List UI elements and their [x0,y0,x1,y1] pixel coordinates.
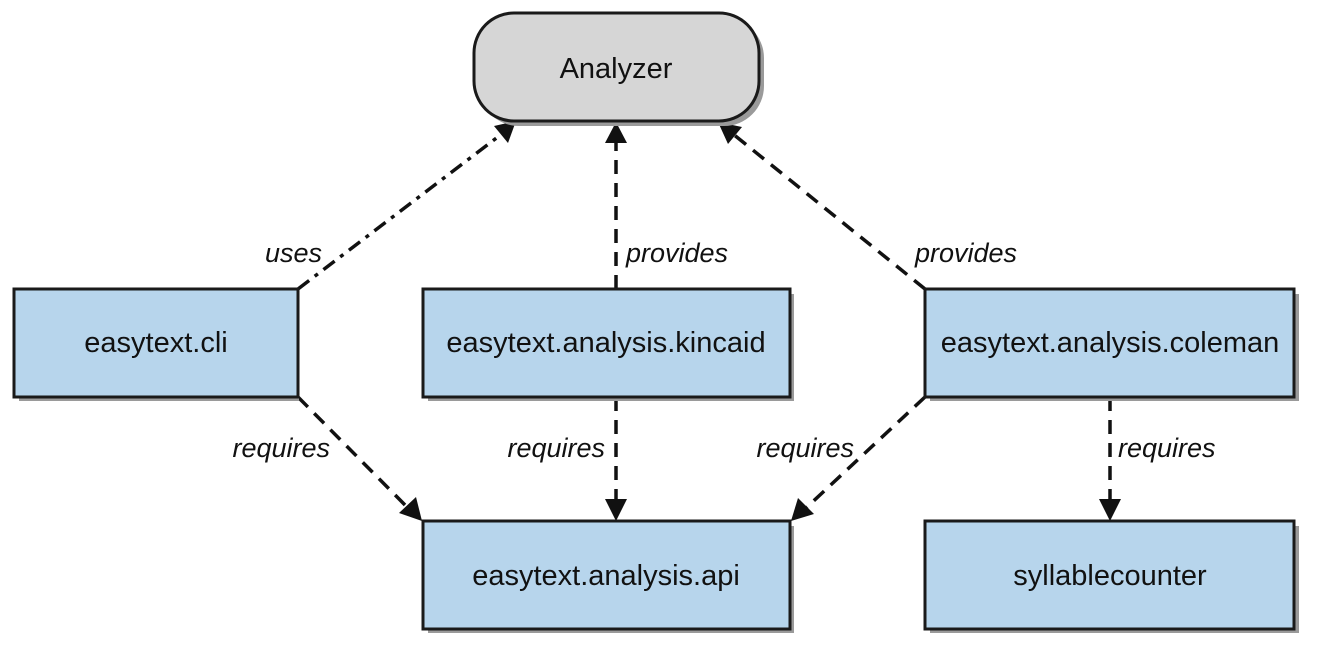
edge-label-coleman-requires-api: requires [756,433,854,463]
arrowhead-coleman-requires-api [791,498,814,521]
arrowhead-kincaid-requires [605,499,627,521]
edge-label-coleman-requires-syllable: requires [1118,433,1216,463]
edge-coleman-requires-api [804,395,927,510]
edge-label-coleman-provides: provides [914,238,1017,268]
edge-cli-uses-analyzer [296,131,505,291]
node-analyzer: Analyzer [472,11,764,126]
syllablecounter-box [923,519,1296,631]
analyzer-box [472,11,761,123]
edge-labels: uses provides provides requires requires… [232,238,1215,463]
arrowhead-coleman-requires-syllable [1099,499,1121,521]
api-label: easytext.analysis.api [472,560,740,592]
coleman-label: easytext.analysis.coleman [941,327,1280,359]
edge-label-kincaid-provides: provides [625,238,728,268]
node-coleman: easytext.analysis.coleman [923,287,1299,401]
edge-label-cli-uses: uses [265,238,322,268]
analyzer-label: Analyzer [560,53,673,85]
api-box [421,519,792,631]
kincaid-box [421,287,792,399]
edge-cli-requires-api [296,395,410,510]
edge-label-kincaid-requires: requires [507,433,605,463]
coleman-box [923,287,1296,399]
arrowhead-cli-uses [494,121,516,143]
easytext-cli-label: easytext.cli [84,327,227,359]
node-kincaid: easytext.analysis.kincaid [421,287,794,401]
arrowhead-kincaid-provides [605,122,627,143]
node-api: easytext.analysis.api [421,519,794,633]
easytext-cli-box [12,287,300,399]
kincaid-label: easytext.analysis.kincaid [446,327,765,359]
arrowhead-cli-requires [399,497,422,521]
edge-coleman-provides-analyzer [731,132,927,291]
edge-label-cli-requires: requires [232,433,330,463]
syllablecounter-label: syllablecounter [1013,560,1207,592]
node-syllablecounter: syllablecounter [923,519,1299,633]
arrowhead-coleman-provides [718,122,742,144]
node-easytext-cli: easytext.cli [12,287,300,401]
edges [296,121,1121,521]
